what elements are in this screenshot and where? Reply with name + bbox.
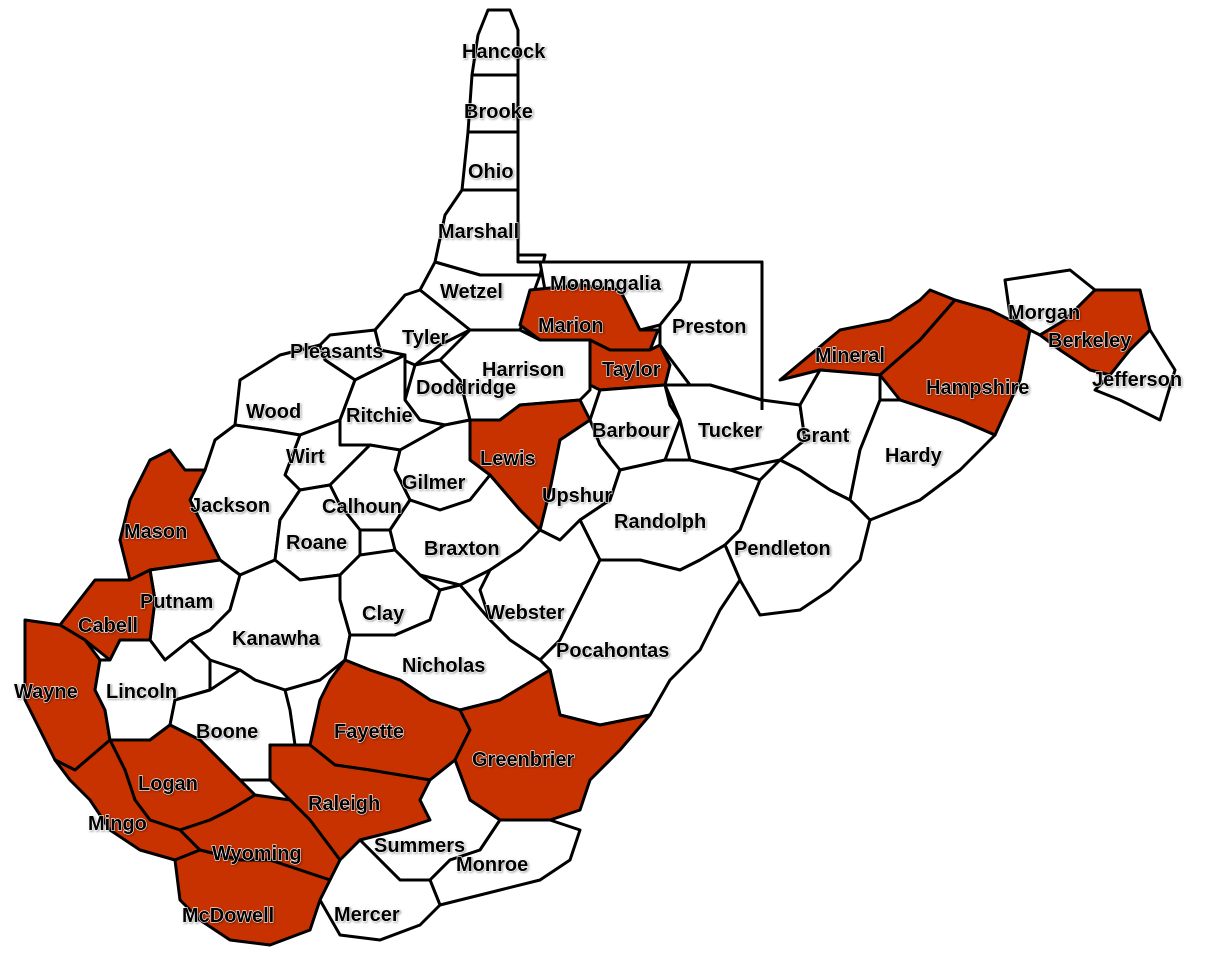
county-logan-label: Logan (138, 773, 198, 795)
county-mercer-label: Mercer (334, 904, 400, 926)
county-mingo-label: Mingo (88, 813, 147, 835)
county-pleasants-label: Pleasants (290, 341, 383, 363)
county-wyoming-label: Wyoming (212, 843, 302, 865)
county-marshall-label: Marshall (438, 221, 519, 243)
county-hardy-shape (848, 398, 997, 522)
county-calhoun-label: Calhoun (322, 496, 402, 518)
county-jefferson-label: Jefferson (1092, 369, 1182, 391)
county-braxton-label: Braxton (424, 538, 500, 560)
county-barbour-label: Barbour (592, 420, 670, 442)
county-putnam-label: Putnam (140, 591, 213, 613)
county-jackson-label: Jackson (190, 495, 270, 517)
county-tucker-label: Tucker (698, 420, 762, 442)
county-doddridge-label: Doddridge (416, 377, 516, 399)
county-nicholas-label: Nicholas (402, 655, 485, 677)
county-webster-label: Webster (486, 602, 565, 624)
county-hampshire-label: Hampshire (926, 377, 1029, 399)
county-wayne-label: Wayne (14, 681, 78, 703)
county-pocahontas-label: Pocahontas (556, 640, 669, 662)
county-wirt-label: Wirt (286, 446, 325, 468)
county-preston-label: Preston (672, 316, 746, 338)
county-mcdowell-label: McDowell (182, 905, 274, 927)
county-randolph-label: Randolph (614, 511, 706, 533)
county-taylor-shape (588, 338, 672, 392)
county-gilmer-label: Gilmer (402, 472, 466, 494)
county-grant-label: Grant (796, 425, 850, 447)
county-summers-label: Summers (374, 835, 465, 857)
county-mercer-shape (318, 838, 442, 942)
county-tyler-label: Tyler (402, 327, 449, 349)
county-mason-label: Mason (124, 521, 187, 543)
county-fayette-label: Fayette (334, 721, 404, 743)
county-brooke-label: Brooke (464, 101, 533, 123)
county-lincoln-label: Lincoln (106, 681, 177, 703)
county-wetzel-label: Wetzel (440, 281, 503, 303)
county-kanawha-label: Kanawha (232, 628, 321, 650)
county-hardy-label: Hardy (885, 445, 943, 467)
county-roane-label: Roane (286, 532, 347, 554)
county-pendleton-label: Pendleton (734, 538, 831, 560)
county-cabell-label: Cabell (78, 615, 138, 637)
county-lewis-label: Lewis (480, 448, 536, 470)
county-ohio-label: Ohio (468, 161, 514, 183)
county-marion-label: Marion (538, 315, 604, 337)
county-jefferson-shape (1093, 328, 1177, 422)
county-hancock-label: Hancock (462, 41, 546, 63)
county-wood-label: Wood (246, 401, 301, 423)
county-taylor-label: Taylor (602, 359, 661, 381)
county-monroe-label: Monroe (456, 854, 528, 876)
county-monongalia-label: Monongalia (550, 273, 662, 295)
county-harrison-label: Harrison (482, 359, 564, 381)
county-raleigh-label: Raleigh (308, 793, 380, 815)
county-boone-label: Boone (196, 721, 258, 743)
county-upshur-label: Upshur (542, 485, 612, 507)
county-monroe-shape (428, 818, 582, 907)
panhandle-east-border-line (516, 30, 764, 410)
county-morgan-label: Morgan (1008, 302, 1080, 324)
county-kanawha-shape (188, 558, 352, 692)
county-clay-label: Clay (362, 603, 405, 625)
county-berkeley-label: Berkeley (1048, 330, 1132, 352)
county-ritchie-label: Ritchie (346, 405, 413, 427)
county-greenbrier-label: Greenbrier (472, 749, 574, 771)
county-mineral-label: Mineral (815, 345, 885, 367)
